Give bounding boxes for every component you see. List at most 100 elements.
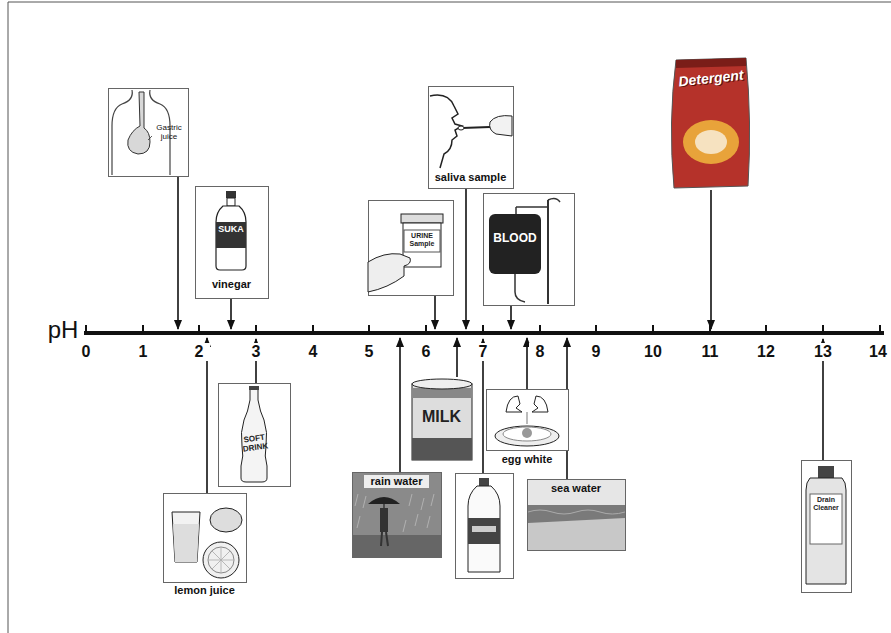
- egg-white-picture-part: [503, 427, 551, 441]
- picture-label: vinegar: [197, 278, 266, 291]
- egg-white-node: egg white: [486, 389, 568, 467]
- egg-white-picture-part: [522, 428, 532, 438]
- vinegar-bottle: [196, 187, 269, 299]
- pointer-arrows-part: [456, 338, 458, 377]
- detergent-bag-part: [683, 120, 739, 164]
- milk-node: MILK: [410, 377, 473, 465]
- ph-axis-part-part: [652, 325, 654, 333]
- milk-can-part: [412, 438, 472, 460]
- outer-frame-part: [8, 2, 9, 633]
- picture-label: BLOOD: [491, 231, 539, 245]
- rain-water-node: rain water: [352, 472, 441, 557]
- lemon-juice-picture-part: [164, 494, 247, 583]
- pointer-arrows-part: [399, 338, 401, 472]
- vinegar-bottle-part: [227, 198, 235, 206]
- pointer-arrows-part: [526, 338, 528, 389]
- outer-frame: [8, 2, 891, 633]
- saliva-picture-part: [490, 116, 512, 136]
- lemon-juice-picture-part: [208, 547, 234, 573]
- egg-white-picture-part: [526, 412, 528, 424]
- rain-water-picture-part: [353, 535, 441, 557]
- lemon-juice-picture-part: [172, 512, 200, 562]
- picture-label: egg white: [488, 453, 566, 466]
- ph-number: 7: [472, 343, 494, 361]
- pointer-arrows-part: [206, 338, 208, 493]
- ph-number: 9: [585, 343, 607, 361]
- urine-cup: [368, 201, 454, 296]
- rain-water-picture-part-part: [415, 514, 418, 526]
- rain-water-picture-part: [380, 508, 388, 532]
- vinegar-node: SUKA vinegar: [195, 186, 268, 298]
- saliva-picture: [429, 87, 514, 189]
- saliva-picture-part: [429, 87, 514, 189]
- sea-water-picture-part: [528, 510, 625, 514]
- ph-axis-part-part: [765, 325, 767, 333]
- ph-axis-part-part: [198, 325, 200, 333]
- pointer-arrows-part: [710, 190, 712, 329]
- picture-label: SOFT DRINK: [238, 433, 272, 455]
- drain-cleaner-node: Drain Cleaner: [801, 460, 851, 592]
- rain-water-picture-part-part: [431, 494, 434, 506]
- vinegar-bottle-part: [216, 222, 246, 248]
- ph-axis-part-part: [539, 325, 541, 333]
- ph-axis-part-part: [482, 325, 484, 333]
- picture-label: URINE Sample: [405, 232, 439, 247]
- drain-cleaner-bottle: [802, 461, 852, 593]
- egg-white-picture-part: [532, 396, 548, 412]
- ph-axis-part-part: [312, 325, 314, 333]
- ph-axis-part-part: [879, 325, 881, 333]
- blood-bag-part: [489, 214, 541, 274]
- blood-bag-part: [515, 207, 517, 214]
- rain-water-picture: [353, 473, 442, 558]
- water-bottle-part: [472, 526, 496, 532]
- ph-axis-part-part: [368, 325, 370, 333]
- ph-axis-part-part: [425, 325, 427, 333]
- picture-label: lemon juice: [160, 584, 249, 597]
- ph-axis-part-part: [595, 325, 597, 333]
- pointer-arrows: [178, 176, 823, 493]
- egg-white-picture-part: [487, 390, 569, 451]
- vinegar-bottle-part: [216, 206, 246, 270]
- saliva-picture-part: [458, 126, 464, 130]
- picture-label: SUKA: [216, 224, 246, 235]
- pointer-arrows-part: [465, 188, 467, 329]
- detergent-node: Detergent: [670, 56, 752, 190]
- ph-axis-part: [86, 325, 880, 333]
- urine-cup-part: [368, 254, 410, 292]
- ph-number: 10: [642, 343, 664, 361]
- egg-white-picture-part: [495, 426, 559, 446]
- detergent-bag-part: [695, 130, 727, 154]
- drain-cleaner-bottle-part: [802, 461, 852, 593]
- detergent-bag-part: [671, 58, 749, 188]
- ph-number: 13: [812, 343, 834, 361]
- vinegar-bottle-part: [226, 191, 236, 198]
- sea-water-node: sea water: [527, 479, 625, 550]
- gastric-node: Gastric juice: [108, 88, 188, 176]
- gastric-picture-part: [109, 89, 189, 177]
- ph-number: 11: [699, 343, 721, 361]
- drain-cleaner-bottle-part: [818, 466, 834, 478]
- lemon-juice-picture-part: [203, 542, 239, 578]
- rain-water-picture-part-part: [427, 516, 430, 528]
- ph-number: 0: [75, 343, 97, 361]
- ph-axis-part-part: [85, 325, 87, 333]
- blood-bag-part: [548, 198, 560, 202]
- water-bottle-part: [468, 486, 500, 572]
- ph-number: 14: [867, 343, 889, 361]
- blood-bag: [484, 194, 575, 306]
- water-bottle-part: [456, 474, 514, 579]
- ph-axis-part-part: [142, 325, 144, 333]
- detergent-bag-part: [676, 58, 746, 68]
- blood-bag-part: [515, 274, 525, 302]
- ph-number: 8: [529, 343, 551, 361]
- rain-water-picture-part: [386, 532, 388, 546]
- ph-axis-part-part: [822, 325, 824, 333]
- picture-label: Gastric juice: [152, 124, 186, 142]
- saliva-node: saliva sample: [428, 86, 513, 188]
- ph-number: 4: [302, 343, 324, 361]
- saliva-picture-part: [430, 95, 462, 168]
- ph-number: 3: [245, 343, 267, 361]
- saliva-picture-part: [462, 127, 490, 128]
- soft-drink-bottle-part: [249, 386, 259, 390]
